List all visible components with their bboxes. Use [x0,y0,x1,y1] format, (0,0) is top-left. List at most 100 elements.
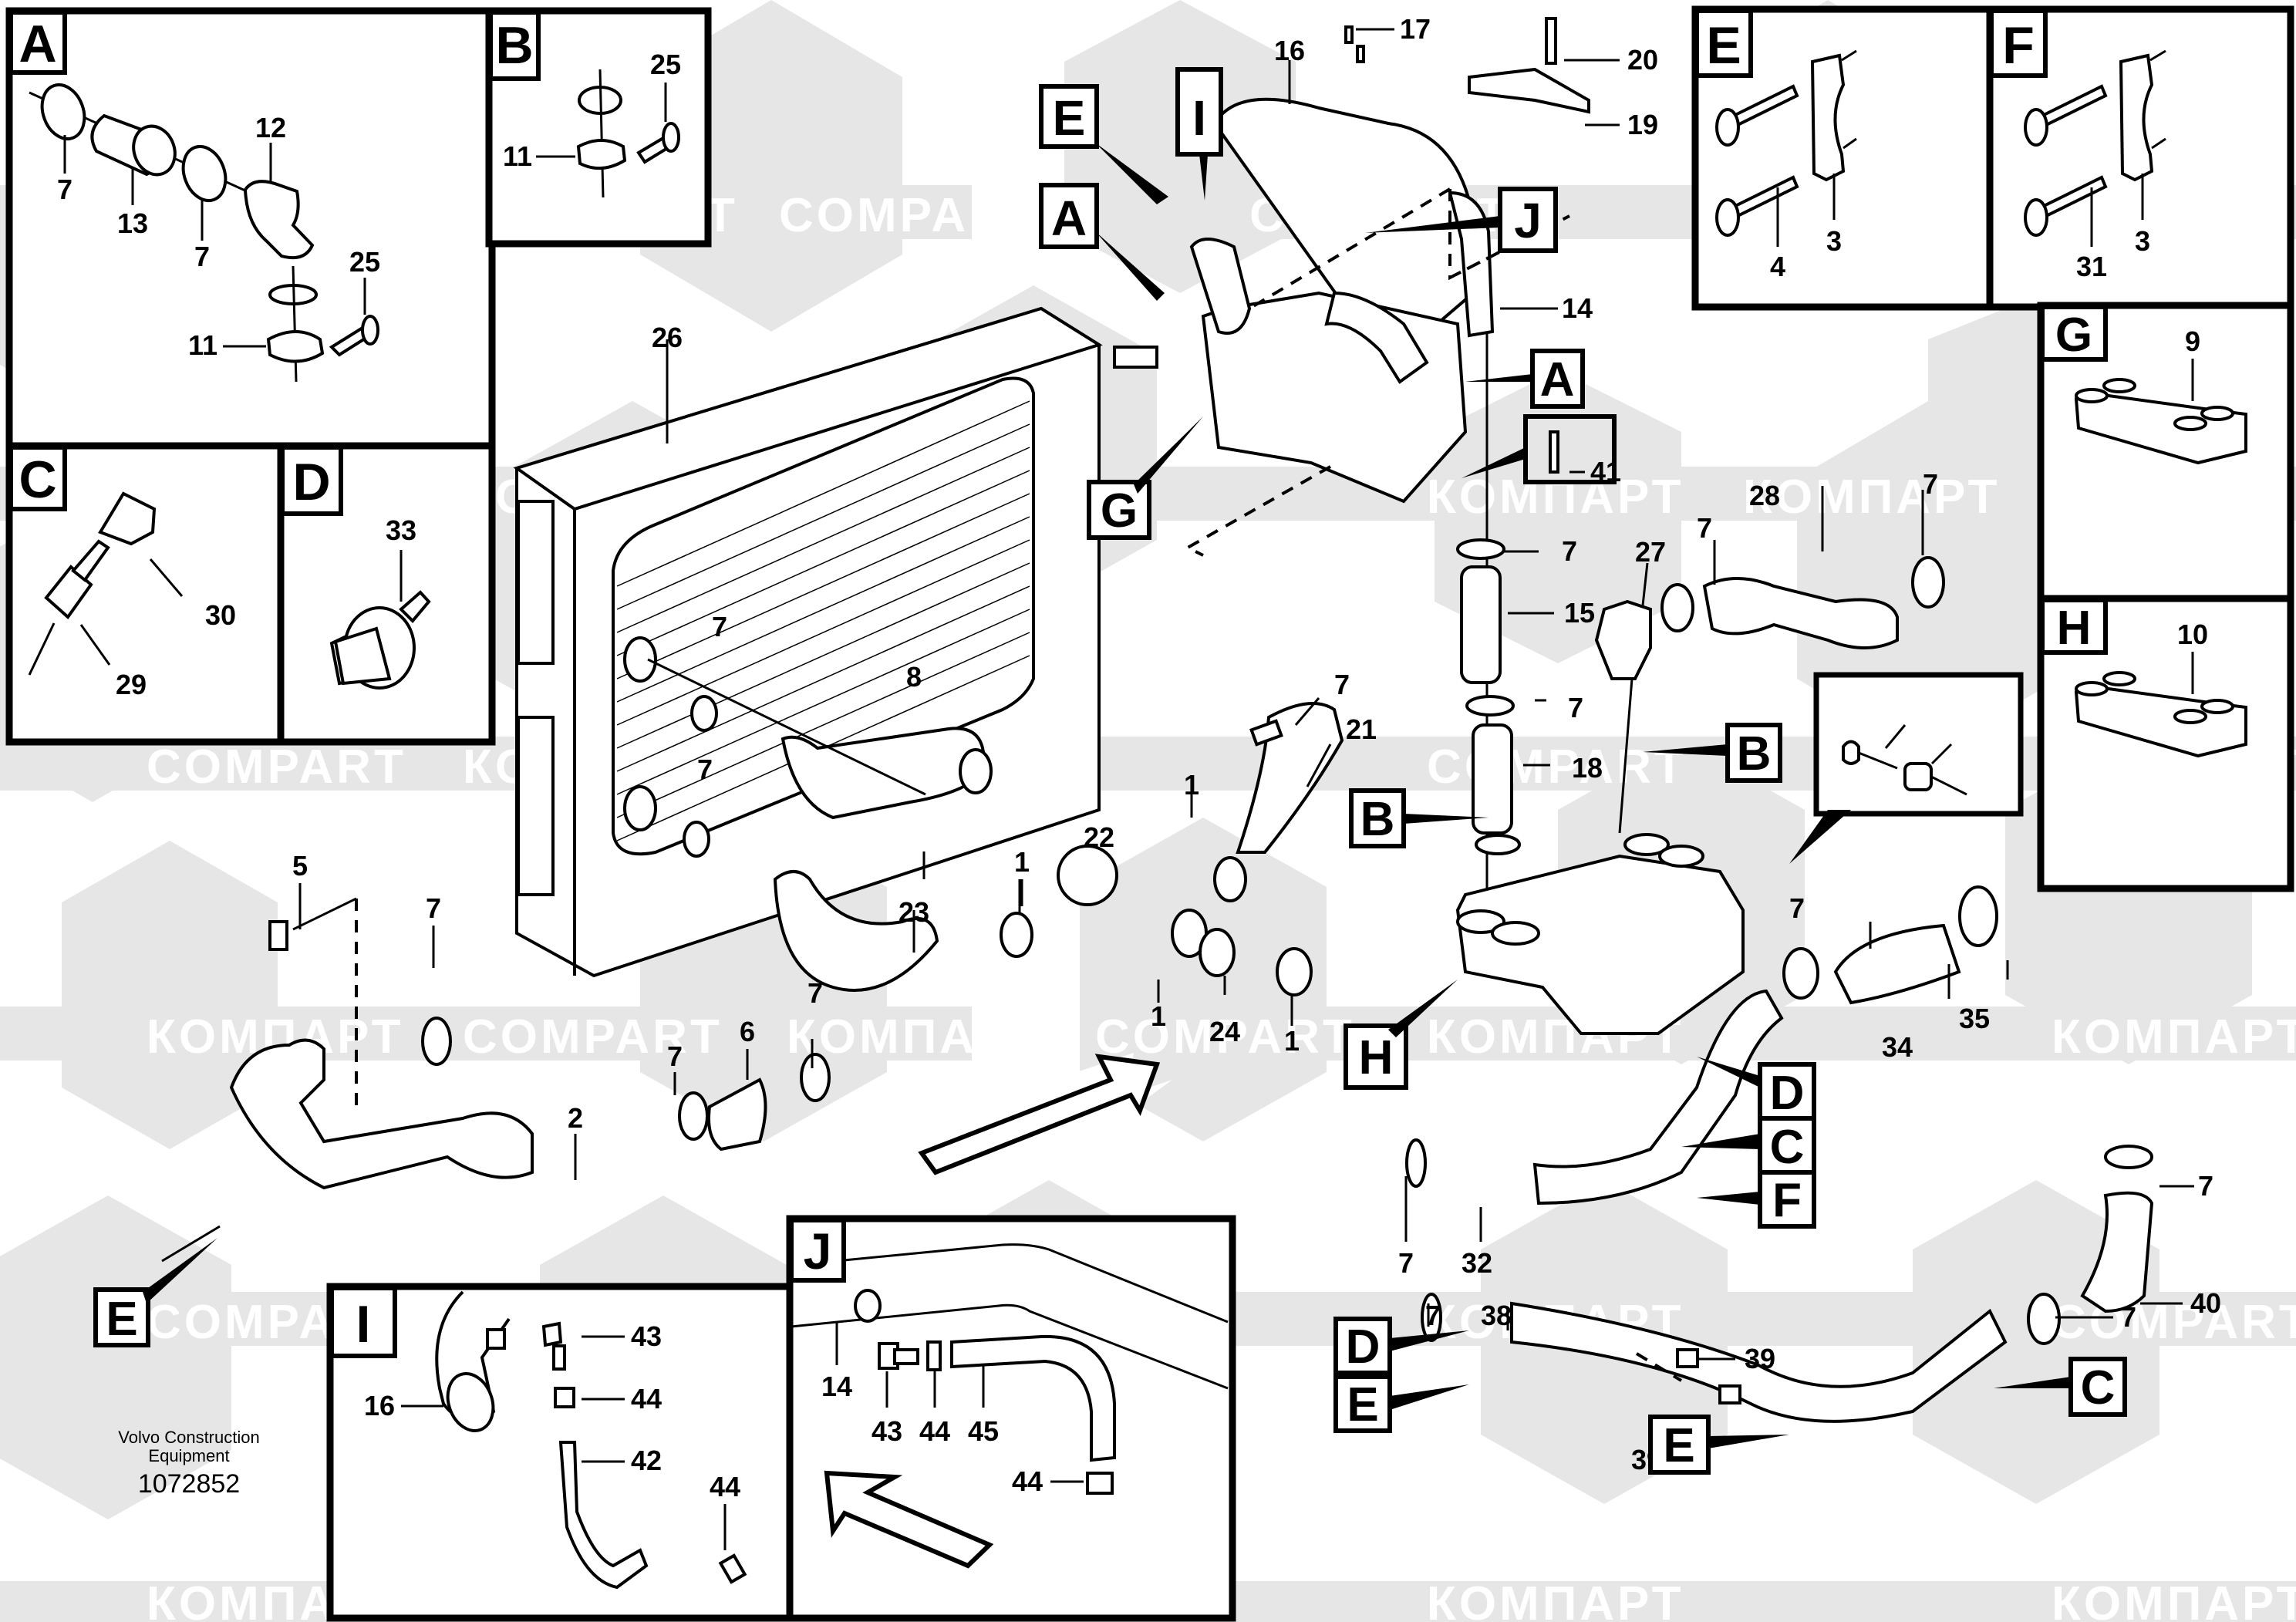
ref-marker-g[interactable]: G [1087,416,1203,540]
detail-i-letter-box [329,1286,397,1358]
nut-39 [1676,1348,1699,1368]
svg-text:I: I [1192,90,1206,146]
callout-4: 4 [1770,251,1785,282]
detail-panel-group-left: A 7 1 [5,7,712,746]
callout-29: 29 [116,669,147,700]
callout-33: 33 [386,514,416,546]
fitting-part [854,1289,882,1323]
callout-3: 3 [2135,225,2150,257]
hose-clamp-part [1405,1138,1427,1188]
band-clamp-part [266,330,325,363]
pipe-end-part [446,1372,495,1432]
callout-7: 7 [57,174,72,205]
detail-i-letter: I [356,1295,371,1354]
detail-d-letter-box [280,445,343,516]
detail-view-c: C 30 29 [5,442,286,746]
ref-marker-e[interactable]: E [1648,1415,1789,1475]
ref-marker-box-41 [1462,414,1617,484]
callout-22: 22 [1084,821,1114,853]
drawing-number: 1072852 [138,1469,240,1499]
ref-marker-box-b-detail: 25 [1789,672,2024,864]
pipe-38-part [1510,1301,2008,1423]
hose-clamp-part [554,1387,575,1408]
nut-39 [1718,1384,1741,1404]
detail-d-letter: D [292,453,330,511]
callout-7: 7 [1562,535,1577,567]
hose-clamp-part [1276,947,1313,996]
callout-11: 11 [503,140,532,172]
manifold-part [1455,854,1745,1035]
sensor-body-part [44,565,93,619]
detail-panel-group-bottom: I 43 16 44 42 44 J [326,1215,1236,1622]
ref-marker-i[interactable]: I [1175,67,1223,201]
ref-marker-a[interactable]: A [1039,183,1165,301]
svg-text:COMPART: COMPART [779,189,1039,242]
callout-1: 1 [1284,1025,1300,1057]
seal-part [1475,834,1521,855]
detail-h-letter: H [2057,602,2092,655]
svg-text:H: H [1359,1031,1394,1084]
detail-a-frame [5,7,496,450]
ref-marker-e[interactable]: E [1039,84,1168,204]
callout-13: 13 [117,207,148,239]
ref-marker-h[interactable]: H [1344,980,1458,1090]
svg-text:E: E [106,1293,137,1346]
lower-left-hoses [161,845,1313,1263]
hose-clamp-part [718,1553,747,1584]
callout-12: 12 [255,112,286,143]
radiator-side-plate [517,716,555,896]
callout-17: 17 [1400,13,1431,45]
svg-text:B: B [1360,793,1395,846]
svg-text:E: E [1663,1419,1694,1472]
callout-7: 7 [1425,1300,1441,1331]
hose-clamp-part [926,1340,942,1371]
ref-marker-b[interactable]: B [1349,788,1489,848]
detail-view-h: H 10 [2037,595,2294,892]
detail-a-letter: A [19,15,56,73]
ref-marker-f[interactable]: F [1697,1170,1816,1229]
callout-5: 5 [292,850,308,882]
ref-marker-e[interactable]: E [93,1238,217,1347]
callout-40: 40 [2190,1287,2221,1319]
hose-clamp-part [1456,538,1505,560]
radiator-side-plate [517,500,555,665]
callout-6: 6 [740,1016,755,1047]
detail-a-letter-box [8,10,67,75]
callout-14: 14 [1562,292,1593,324]
callout-45: 45 [968,1415,999,1447]
reference-markers: E I A J A [93,67,2127,1475]
ref-marker-b[interactable]: B [1643,723,1782,783]
svg-text:КОМПАРТ: КОМПАРТ [1743,470,2000,524]
svg-text:B: B [1737,727,1772,781]
callout-25: 25 [349,246,380,278]
pipe-2-part [229,1038,534,1190]
ref-marker-d[interactable]: D [1333,1317,1469,1375]
pipe-sleeve-24 [1199,928,1236,977]
front-direction-arrow-icon [918,1054,1161,1175]
detail-f-letter: F [2002,16,2035,75]
temperature-sensor-17 [1344,25,1354,44]
hose-part [950,1334,1116,1462]
hose-clamp-part [2104,1145,2153,1169]
ref-marker-e[interactable]: E [1333,1374,1469,1433]
ref-marker-d[interactable]: D [1697,1057,1816,1122]
ref-marker-a[interactable]: A [1465,349,1585,409]
ref-marker-j[interactable]: J [1365,187,1558,253]
hose-clamp-part [1958,885,1998,947]
ref-marker-c[interactable]: C [1994,1357,2127,1417]
svg-text:G: G [1101,484,1138,538]
callout-9: 9 [2185,325,2200,357]
callout-44: 44 [631,1383,662,1415]
detail-h-letter-box [2040,598,2108,655]
callout-7: 7 [1697,512,1712,544]
publisher-line-2: Equipment [148,1446,229,1465]
hose-clamp-part [421,1017,452,1066]
bracket-part [2119,53,2154,182]
callout-7: 7 [697,754,713,785]
callout-10: 10 [2177,619,2208,650]
callout-7: 7 [1568,692,1583,723]
detail-e-letter: E [1706,16,1741,75]
hose-clamp-part [1465,695,1515,717]
hose-clamp-part [1000,912,1033,958]
main-callouts: 16 17 20 19 14 41 26 7 8 7 28 7 27 7 7 1… [292,13,2221,1475]
